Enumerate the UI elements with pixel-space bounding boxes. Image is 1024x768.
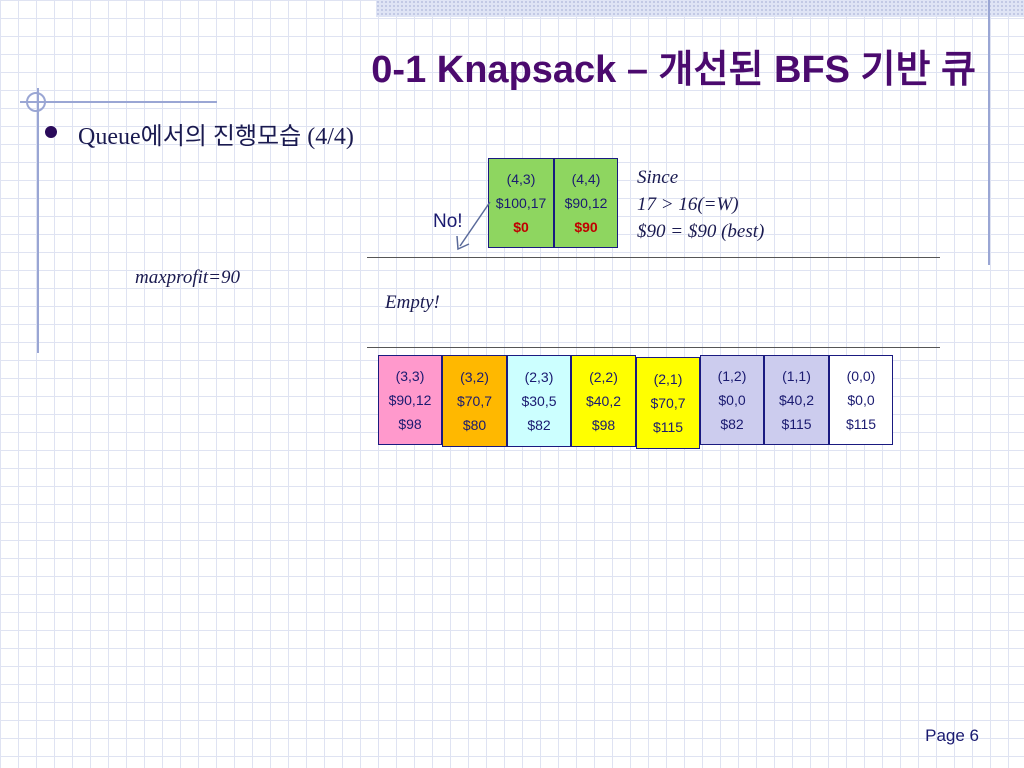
decorative-circle-icon: [26, 92, 46, 112]
slide-title: 0-1 Knapsack – 개선된 BFS 기반 큐: [371, 49, 976, 91]
node-bound: $115: [845, 416, 877, 432]
node-4-3: (4,3) $100,17 $0: [488, 158, 554, 248]
node-bound: $115: [652, 419, 684, 435]
node-values: $70,7: [456, 393, 493, 409]
node-label: (2,3): [524, 369, 554, 385]
node-values: $0,0: [718, 392, 746, 408]
node-values: $70,7: [650, 395, 686, 411]
arrow-icon: [456, 201, 491, 251]
node-bound: $115: [781, 416, 812, 432]
since-line-2: 17 > 16(=W): [637, 194, 739, 215]
queue-node-1-2: (1,2) $0,0 $82: [700, 355, 764, 445]
decorative-horizontal-line: [20, 101, 217, 103]
bullet-text: Queue에서의 진행모습 (4/4): [78, 124, 354, 150]
queue-node-2-3: (2,3) $30,5 $82: [507, 355, 571, 447]
node-label: (2,1): [653, 371, 683, 387]
node-4-4: (4,4) $90,12 $90: [554, 158, 618, 248]
node-label: (4,4): [571, 171, 601, 187]
queue-node-3-2: (3,2) $70,7 $80: [442, 355, 507, 447]
queue-node-1-1: (1,1) $40,2 $115: [764, 355, 829, 445]
page-number: Page 6: [925, 726, 979, 745]
node-values: $90,12: [564, 195, 608, 211]
since-line-3: $90 = $90 (best): [637, 221, 765, 242]
queue-node-3-3: (3,3) $90,12 $98: [378, 355, 442, 445]
decorative-vertical-line-left: [37, 88, 39, 353]
node-label: (1,1): [782, 368, 811, 384]
node-values: $0,0: [847, 392, 875, 408]
node-label: (2,2): [589, 369, 618, 385]
queue-node-2-2: (2,2) $40,2 $98: [571, 355, 636, 447]
node-values: $90,12: [388, 392, 432, 408]
queue-top-line: [367, 257, 940, 258]
node-label: (3,3): [395, 368, 425, 384]
node-bound: $80: [462, 417, 487, 433]
node-values: $40,2: [778, 392, 815, 408]
node-values: $100,17: [495, 195, 547, 211]
maxprofit-label: maxprofit=90: [135, 267, 241, 288]
node-bound: $98: [591, 417, 616, 433]
node-label: (1,2): [717, 368, 747, 384]
node-label: (3,2): [460, 369, 489, 385]
bullet-icon: [45, 126, 57, 138]
node-values: $40,2: [585, 393, 622, 409]
queue-bottom-line: [367, 347, 940, 348]
node-bound: $98: [398, 416, 422, 432]
node-bound: $0: [513, 219, 529, 235]
queue-node-0-0: (0,0) $0,0 $115: [829, 355, 893, 445]
node-label: (0,0): [846, 368, 876, 384]
queue-node-2-1: (2,1) $70,7 $115: [636, 357, 700, 449]
no-label: No!: [433, 211, 463, 232]
decorative-dot-band: [376, 0, 1024, 17]
node-bound: $82: [720, 416, 744, 432]
node-label: (4,3): [506, 171, 536, 187]
decorative-vertical-line-right: [988, 0, 990, 265]
since-line-1: Since: [637, 167, 679, 188]
node-bound: $82: [527, 417, 551, 433]
node-bound: $90: [574, 219, 598, 235]
empty-label: Empty!: [385, 292, 440, 313]
node-values: $30,5: [521, 393, 557, 409]
